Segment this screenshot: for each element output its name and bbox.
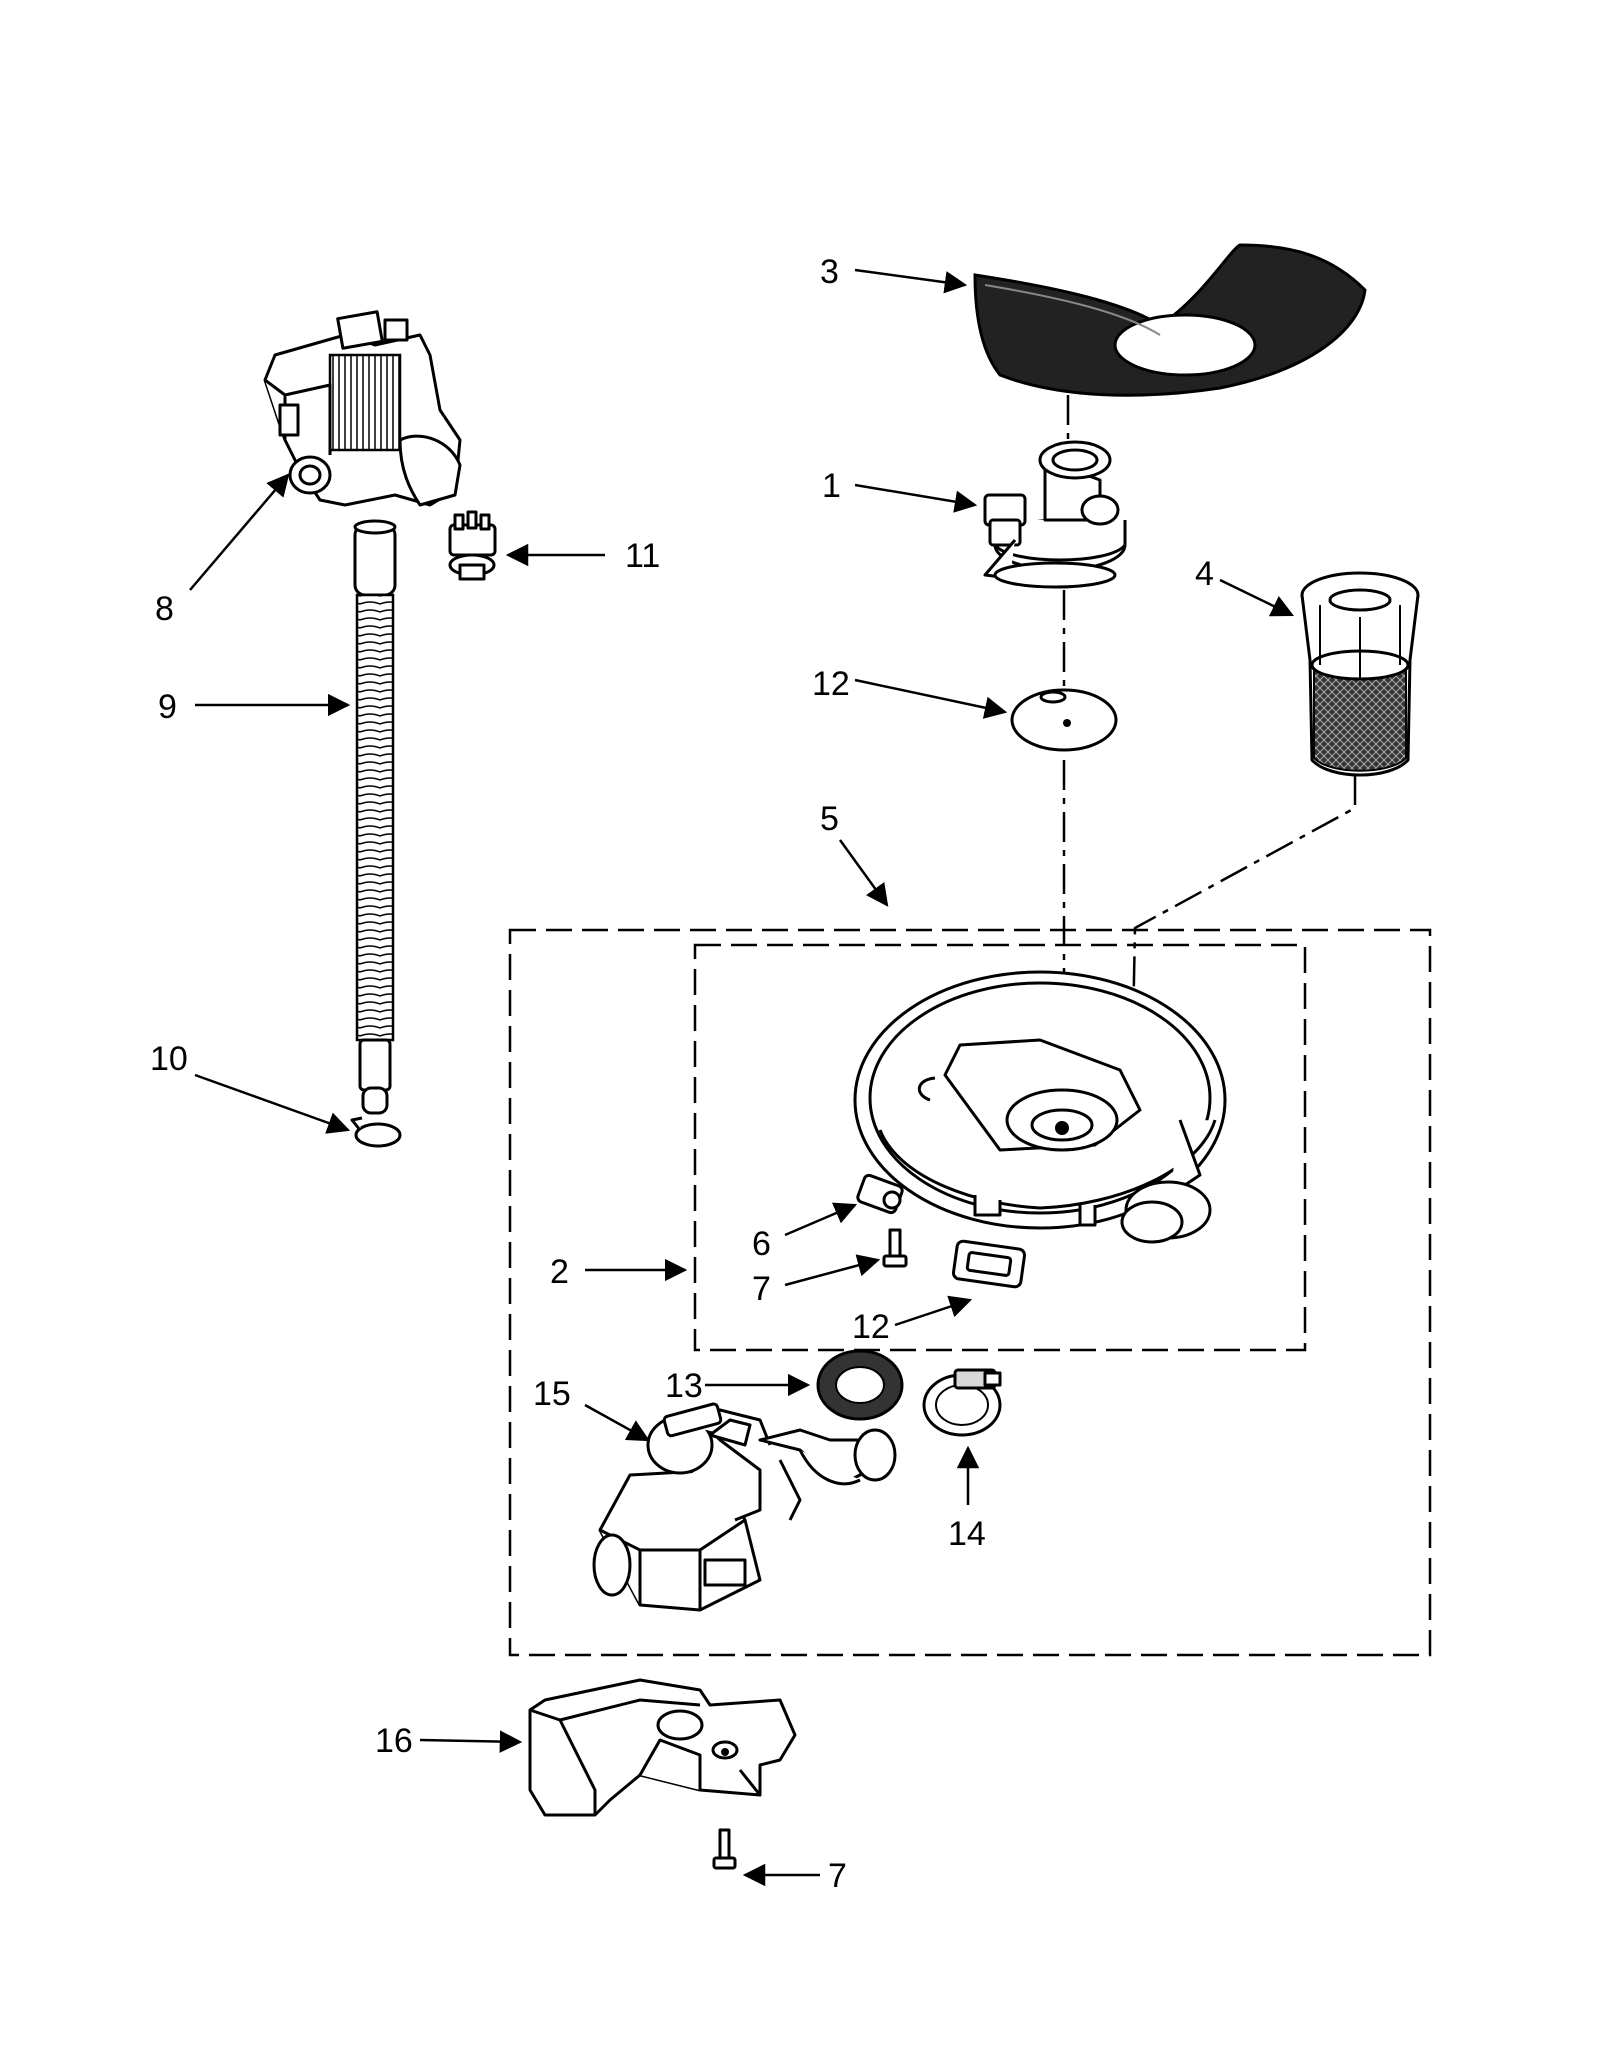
callout-3: 3	[820, 253, 839, 291]
callout-7b: 7	[828, 1857, 847, 1895]
leader-12b	[894, 1295, 973, 1327]
part-15-pump[interactable]	[592, 1402, 897, 1612]
leader-15	[584, 1403, 650, 1442]
callout-12a: 12	[812, 665, 850, 703]
leader-1	[854, 483, 978, 513]
leader-3	[854, 268, 968, 294]
callout-5: 5	[820, 800, 839, 838]
part-13-gasket[interactable]	[816, 1349, 904, 1421]
part-7-screw-upper[interactable]	[882, 1228, 908, 1268]
callout-9: 9	[158, 688, 177, 726]
leader-4	[1219, 578, 1295, 617]
part-11-sensor[interactable]	[448, 510, 497, 581]
callout-4: 4	[1195, 555, 1214, 593]
callout-14: 14	[948, 1515, 986, 1553]
part-14-clamp[interactable]	[922, 1368, 1002, 1437]
leader-12a	[854, 678, 1008, 719]
callout-15: 15	[533, 1375, 571, 1413]
callout-labels: 3 1 4 12 5 2 6 7 12 13 14 15 16 7 8 9 10…	[150, 253, 1214, 1895]
leader-16	[419, 1730, 523, 1753]
part-6-bracket[interactable]	[856, 1173, 904, 1215]
callout-16: 16	[375, 1722, 413, 1760]
part-7-screw-lower[interactable]	[712, 1828, 737, 1870]
part-4-filter[interactable]	[1300, 571, 1420, 777]
leader-7a	[784, 1254, 881, 1287]
callout-2: 2	[550, 1253, 569, 1291]
leader-8	[189, 473, 290, 591]
part-9-drain-hose[interactable]	[353, 519, 397, 1115]
callout-1: 1	[822, 467, 841, 505]
leader-5	[838, 839, 889, 907]
part-1-housing[interactable]	[983, 440, 1127, 589]
callout-6: 6	[752, 1225, 771, 1263]
callout-12b: 12	[852, 1308, 890, 1346]
callout-8: 8	[155, 590, 174, 628]
leader-6	[784, 1202, 858, 1237]
callout-10: 10	[150, 1040, 188, 1078]
callout-7a: 7	[752, 1270, 771, 1308]
part-12-disc[interactable]	[1010, 688, 1118, 752]
part-16-bracket[interactable]	[528, 1678, 797, 1817]
callout-11: 11	[625, 537, 660, 575]
assembly-box-5	[508, 928, 1432, 1657]
callout-13: 13	[665, 1367, 703, 1405]
sump-assembly[interactable]	[853, 970, 1227, 1244]
assembly-box-2	[693, 943, 1307, 1352]
part-10-clamp[interactable]	[350, 1116, 402, 1148]
part-3-shield[interactable]	[973, 243, 1367, 397]
part-12-connector[interactable]	[951, 1239, 1027, 1289]
part-8-drain-pump[interactable]	[263, 310, 462, 507]
leader-10	[194, 1073, 351, 1134]
alignment-line-4-sump	[1128, 775, 1357, 1181]
leader-lines	[189, 268, 1295, 1887]
